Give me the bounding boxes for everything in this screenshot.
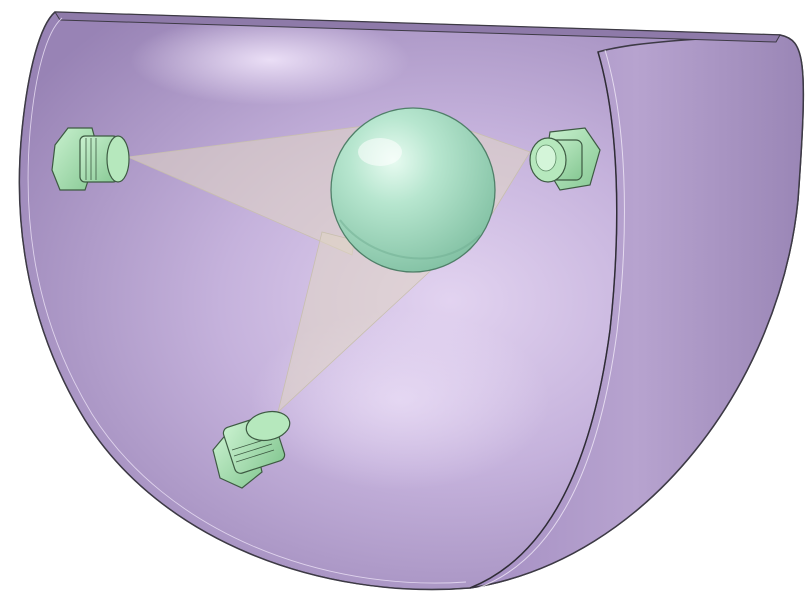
sphere-highlight (358, 138, 402, 166)
shell-cut-edge-inner (477, 49, 625, 589)
sensor-bottom (212, 410, 291, 489)
sphere-body (330, 107, 496, 273)
sensor-left-lens (106, 135, 130, 183)
sensor-bottom-thread-2 (233, 443, 273, 457)
sphere-shadow-band (339, 219, 481, 260)
shell-rim-left (18, 11, 471, 591)
sensor-right-lens-inner (535, 144, 557, 172)
shell-glare-upper (130, 15, 410, 105)
shell-rim (54, 11, 781, 43)
shell-rim-left-inner (27, 17, 467, 584)
hemispherical-shell (18, 11, 805, 591)
central-sphere (330, 107, 496, 273)
shell-cut-edge (469, 51, 618, 589)
sensor-left (51, 127, 130, 191)
shell-glare-lower (250, 310, 550, 490)
sensor-right (529, 127, 601, 191)
sensor-bottom-thread-3 (235, 449, 275, 463)
sensor-bottom-lens (245, 410, 291, 442)
